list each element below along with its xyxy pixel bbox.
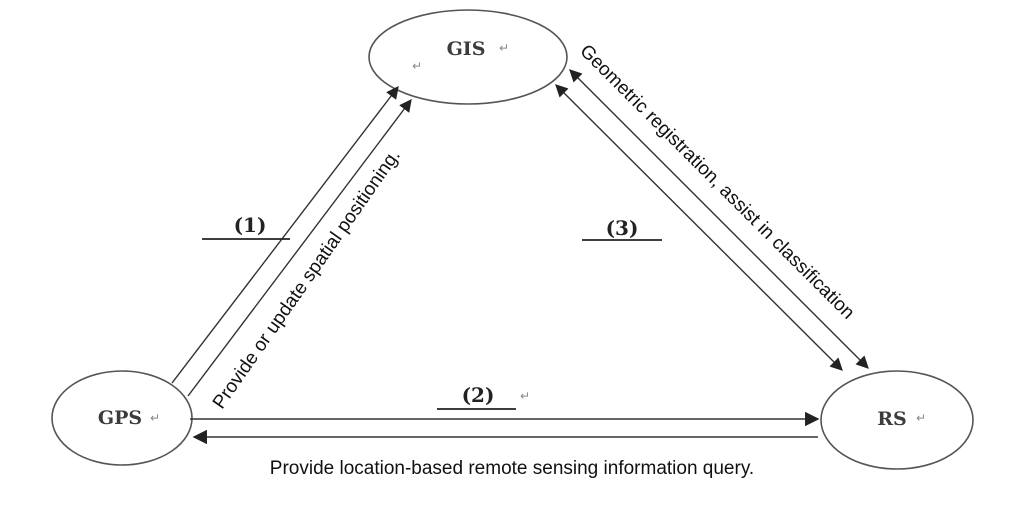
return-mark: ↵ bbox=[520, 389, 530, 403]
relation-number-2: (2) bbox=[462, 383, 495, 407]
relation-3-description: Geometric registration, assist in classi… bbox=[575, 41, 858, 324]
relation-number-1: (1) bbox=[234, 213, 267, 237]
arrow-gps-to-gis bbox=[171, 85, 399, 384]
gps-node: GPS ↵ bbox=[51, 370, 193, 466]
gis-node: GIS ↵ ↵ bbox=[368, 9, 568, 105]
relation-2: (2) ↵ bbox=[437, 383, 530, 410]
gis-rs-arrows bbox=[555, 69, 869, 371]
arrow-gis-to-gps bbox=[187, 98, 412, 397]
arrow-gis-rs-b bbox=[569, 69, 869, 369]
rs-node: RS ↵ bbox=[820, 370, 974, 470]
rs-label: RS bbox=[877, 408, 907, 430]
return-mark: ↵ bbox=[499, 41, 509, 55]
gps-label: GPS bbox=[98, 407, 142, 429]
relation-number-3: (3) bbox=[606, 216, 639, 240]
return-mark: ↵ bbox=[150, 411, 160, 425]
arrow-gis-rs-a bbox=[555, 84, 843, 371]
relation-1-description: Provide or update spatial positioning. bbox=[209, 146, 405, 413]
relation-3: (3) bbox=[582, 216, 662, 241]
relation-1: (1) bbox=[202, 213, 290, 240]
gis-label: GIS bbox=[447, 38, 486, 60]
return-mark: ↵ bbox=[412, 59, 422, 73]
relation-2-description: Provide location-based remote sensing in… bbox=[270, 458, 754, 479]
gps-rs-arrows bbox=[190, 411, 820, 445]
gps-gis-arrows bbox=[171, 85, 412, 397]
return-mark: ↵ bbox=[916, 411, 926, 425]
